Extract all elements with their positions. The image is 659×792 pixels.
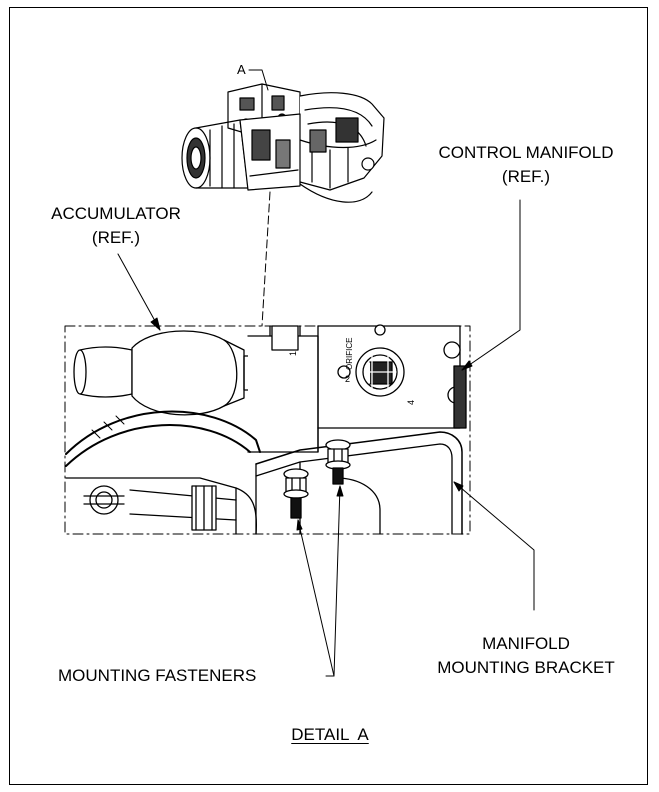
control-manifold-leader bbox=[461, 199, 521, 371]
manifold-bracket-label: MANIFOLD MOUNTING BRACKET bbox=[400, 634, 652, 678]
accumulator-label-line1: ACCUMULATOR bbox=[51, 204, 181, 223]
manifold-bracket-label-line1: MANIFOLD bbox=[482, 634, 570, 653]
control-manifold-label: CONTROL MANIFOLD (REF.) bbox=[418, 143, 634, 187]
accumulator-label-line2: (REF.) bbox=[91, 228, 141, 247]
detail-a-view bbox=[65, 324, 467, 535]
projection-line bbox=[261, 191, 271, 327]
orifice-number-marking: 2 bbox=[345, 374, 350, 384]
detail-view-boundary bbox=[64, 325, 471, 535]
port-1-marking: 1 bbox=[288, 351, 298, 356]
mounting-fasteners-label: MOUNTING FASTENERS bbox=[58, 666, 257, 685]
detail-a-marker: A bbox=[237, 62, 246, 77]
fastener-leader-2 bbox=[333, 485, 341, 677]
manifold-bracket-label-line2: MOUNTING BRACKET bbox=[437, 658, 615, 677]
drawing-border bbox=[9, 7, 648, 785]
detail-a-title: DETAIL A bbox=[291, 725, 369, 744]
orifice-marking: ORIFICE bbox=[345, 338, 354, 370]
fastener-1 bbox=[283, 468, 309, 519]
leader-lines bbox=[117, 199, 535, 677]
control-manifold-label-line1: CONTROL MANIFOLD bbox=[438, 143, 614, 162]
control-manifold-label-line2: (REF.) bbox=[501, 167, 551, 186]
port-4-marking: 4 bbox=[406, 400, 416, 405]
fastener-leader-1 bbox=[297, 519, 335, 677]
accumulator-label: ACCUMULATOR (REF.) bbox=[28, 204, 204, 248]
accumulator-leader bbox=[117, 253, 161, 331]
bracket-leader bbox=[453, 481, 535, 611]
fastener-2 bbox=[325, 439, 351, 485]
manifold-assembly-iso-view bbox=[181, 69, 385, 203]
